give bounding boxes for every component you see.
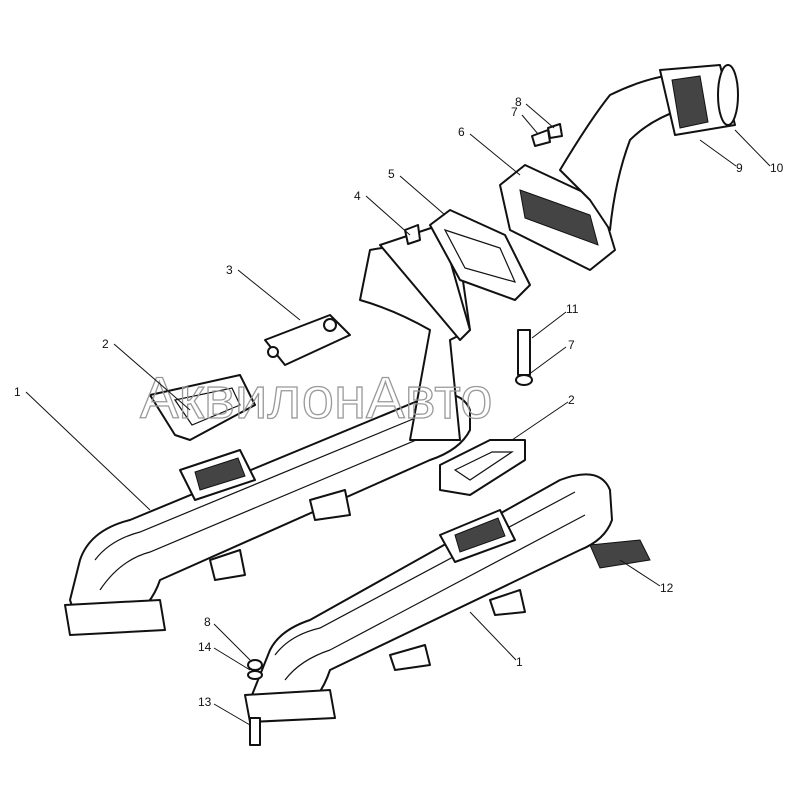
callout-12: 12 <box>660 581 674 595</box>
callout-1-right: 1 <box>516 655 523 669</box>
callout-13: 13 <box>198 695 212 709</box>
fasteners <box>247 123 563 746</box>
gasket-right <box>439 439 526 496</box>
callout-2-right: 2 <box>568 393 575 407</box>
callout-11: 11 <box>566 302 579 316</box>
callout-3: 3 <box>226 263 233 277</box>
callout-8: 8 <box>515 95 522 109</box>
callout-7-bolt: 7 <box>568 338 575 352</box>
callout-5: 5 <box>388 167 395 181</box>
callout-8-lower: 8 <box>204 615 211 629</box>
flange-gasket <box>429 209 531 301</box>
callout-14: 14 <box>198 640 212 654</box>
callout-7: 7 <box>511 105 518 119</box>
leader-lines <box>25 103 771 726</box>
watermark: АквилонАвто <box>140 366 492 431</box>
callout-2: 2 <box>102 337 109 351</box>
right-exhaust-manifold <box>244 473 651 723</box>
left-exhaust-manifold <box>64 393 471 636</box>
gasket-left <box>149 374 256 441</box>
callout-6: 6 <box>458 125 465 139</box>
callout-labels: 1 2 3 4 5 6 7 8 9 10 11 7 2 12 1 8 14 13 <box>14 95 784 709</box>
callout-10: 10 <box>770 161 784 175</box>
callout-4: 4 <box>354 189 361 203</box>
pipe-sleeve-clamp <box>659 64 739 136</box>
callout-9: 9 <box>736 161 743 175</box>
callout-1: 1 <box>14 385 21 399</box>
